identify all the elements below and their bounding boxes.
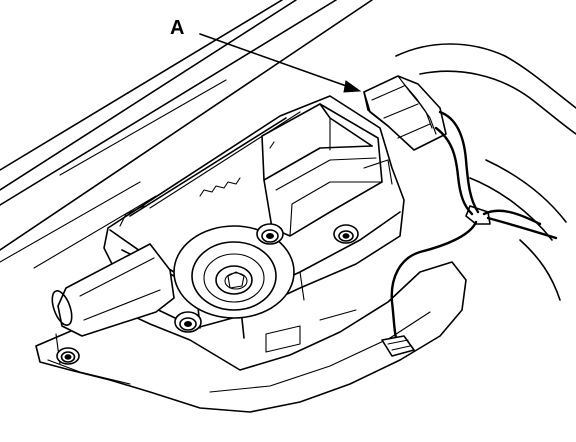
roof-frame-rails [0, 0, 373, 269]
bolt-icon [174, 311, 202, 333]
wire-connector [381, 335, 415, 357]
callout-leader-line [199, 33, 362, 93]
wire-harness [390, 110, 558, 348]
bolt-icon [256, 223, 284, 245]
lower-mounting-bracket [35, 261, 467, 413]
motor-cylinder [51, 243, 175, 337]
bolt-icon [56, 347, 80, 365]
headliner-panel [395, 43, 576, 301]
mounting-bolts [56, 223, 359, 365]
control-module [261, 103, 393, 237]
callout-label-a: A [170, 17, 185, 39]
gear-cover [173, 225, 295, 319]
bolt-icon [333, 224, 359, 244]
housing-ridge [199, 141, 275, 197]
connector-a [363, 75, 447, 151]
